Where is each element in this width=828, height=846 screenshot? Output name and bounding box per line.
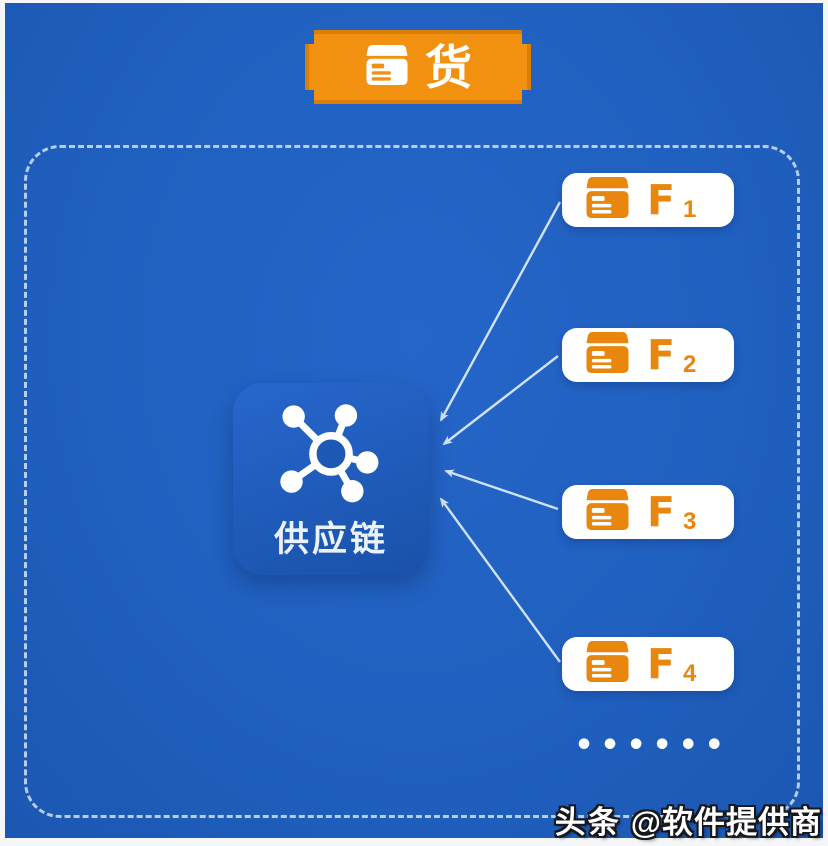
supplier-node-f4: F 4 [562, 637, 734, 691]
supplier-label: F [647, 175, 676, 224]
supplier-label: F [647, 330, 676, 379]
goods-label: 货 [425, 40, 472, 94]
supply-chain-label: 供应链 [273, 520, 388, 559]
watermark: 头条 @软件提供商 [555, 797, 822, 842]
supplier-index: 2 [683, 351, 697, 378]
supplier-node-f2: F 2 [562, 328, 734, 382]
network-hub-icon [267, 397, 395, 520]
supplier-box-icon [584, 640, 631, 688]
supply-chain-hub-node: 供应链 [233, 383, 429, 575]
goods-header-badge: 货 [305, 30, 531, 104]
supplier-label: F [647, 487, 676, 536]
watermark-brand: 头条 [554, 805, 621, 840]
supplier-index: 3 [683, 508, 697, 535]
dashed-border-frame [24, 145, 800, 818]
more-suppliers-ellipsis: •••••• [575, 728, 732, 763]
supplier-index: 4 [683, 660, 697, 687]
goods-box-icon [364, 44, 410, 91]
supplier-box-icon [584, 176, 631, 224]
supplier-box-icon [584, 331, 631, 379]
supplier-box-icon [584, 488, 631, 536]
supplier-label: F [647, 639, 676, 688]
supplier-index: 1 [683, 196, 697, 223]
supplier-node-f1: F 1 [562, 173, 734, 227]
supplier-node-f3: F 3 [562, 485, 734, 539]
watermark-handle: @软件提供商 [630, 805, 822, 840]
